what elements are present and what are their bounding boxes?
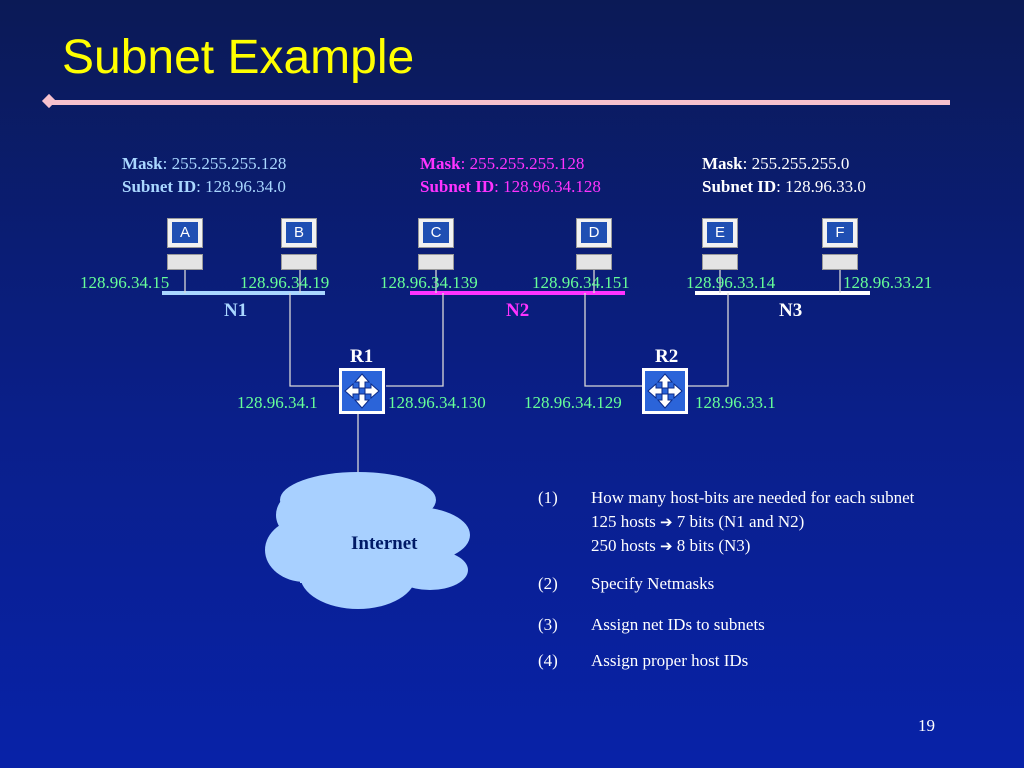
r1-n1-link	[289, 293, 340, 387]
net-label-n3: N3	[779, 300, 803, 321]
router-r1-left-ip: 128.96.34.1	[237, 393, 318, 412]
router-arrows-icon	[344, 373, 380, 409]
r2-n3-link	[688, 293, 729, 387]
host-f-computer-icon: F	[822, 218, 858, 270]
mask-label: Mask	[420, 154, 461, 173]
page-number: 19	[918, 716, 935, 735]
router-r1-right-ip: 128.96.34.130	[388, 393, 486, 412]
host-c-computer-icon: C	[418, 218, 454, 270]
host-c-label: C	[423, 222, 449, 243]
subnet-n2-info: Mask: 255.255.255.128 Subnet ID: 128.96.…	[420, 152, 601, 198]
router-r2-icon	[642, 368, 688, 414]
mask-value: : 255.255.255.0	[742, 154, 850, 173]
host-c-ip: 128.96.34.139	[380, 273, 478, 292]
host-f-ip: 128.96.33.21	[843, 273, 933, 292]
mask-label: Mask	[702, 154, 743, 173]
step-sub-1: 125 hosts ➔ 7 bits (N1 and N2)	[591, 510, 914, 534]
router-r2-label: R2	[655, 346, 679, 367]
subnet-id-value: : 128.96.34.128	[494, 177, 601, 196]
host-e-computer-icon: E	[702, 218, 738, 270]
host-a-label: A	[172, 222, 198, 243]
r2-n2-link	[584, 293, 642, 387]
r1-n2-link	[386, 293, 444, 387]
arrow-right-icon: ➔	[659, 513, 673, 531]
step-text: How many host-bits are needed for each s…	[591, 488, 915, 507]
subnet-id-label: Subnet ID	[702, 177, 777, 196]
router-r2-left-ip: 128.96.34.129	[524, 393, 622, 412]
step-number: (1)	[538, 488, 558, 507]
subnet-n1-info: Mask: 255.255.255.128 Subnet ID: 128.96.…	[122, 152, 286, 198]
subnet-id-label: Subnet ID	[122, 177, 197, 196]
mask-value: : 255.255.255.128	[460, 154, 585, 173]
step-text: Assign net IDs to subnets	[591, 615, 765, 634]
step-text: Specify Netmasks	[591, 574, 715, 593]
step-number: (2)	[538, 574, 558, 593]
host-a-ip: 128.96.34.15	[80, 273, 170, 292]
step-number: (4)	[538, 651, 558, 670]
router-arrows-icon	[647, 373, 683, 409]
step-text: Assign proper host IDs	[591, 651, 749, 670]
net-label-n2: N2	[506, 300, 530, 321]
host-b-label: B	[286, 222, 312, 243]
slide-title: Subnet Example	[62, 31, 415, 84]
host-b-ip: 128.96.34.19	[240, 273, 330, 292]
host-e-ip: 128.96.33.14	[686, 273, 776, 292]
net-label-n1: N1	[224, 300, 248, 321]
router-r2-right-ip: 128.96.33.1	[695, 393, 776, 412]
internet-cloud-icon	[265, 472, 470, 609]
router-r1-label: R1	[350, 346, 374, 367]
subnet-id-value: : 128.96.33.0	[776, 177, 866, 196]
mask-label: Mask	[122, 154, 163, 173]
host-a-computer-icon: A	[167, 218, 203, 270]
host-d-computer-icon: D	[576, 218, 612, 270]
subnet-id-label: Subnet ID	[420, 177, 495, 196]
host-e-label: E	[707, 222, 733, 243]
step-number: (3)	[538, 615, 558, 634]
internet-label: Internet	[351, 533, 418, 554]
subnet-n3-info: Mask: 255.255.255.0 Subnet ID: 128.96.33…	[702, 152, 866, 198]
host-b-computer-icon: B	[281, 218, 317, 270]
subnet-id-value: : 128.96.34.0	[196, 177, 286, 196]
title-underline	[50, 100, 950, 105]
router-r1-icon	[339, 368, 385, 414]
host-d-label: D	[581, 222, 607, 243]
mask-value: : 255.255.255.128	[162, 154, 287, 173]
step-sub-2: 250 hosts ➔ 8 bits (N3)	[591, 534, 914, 558]
host-f-label: F	[827, 222, 853, 243]
host-d-ip: 128.96.34.151	[532, 273, 630, 292]
arrow-right-icon: ➔	[659, 537, 673, 555]
